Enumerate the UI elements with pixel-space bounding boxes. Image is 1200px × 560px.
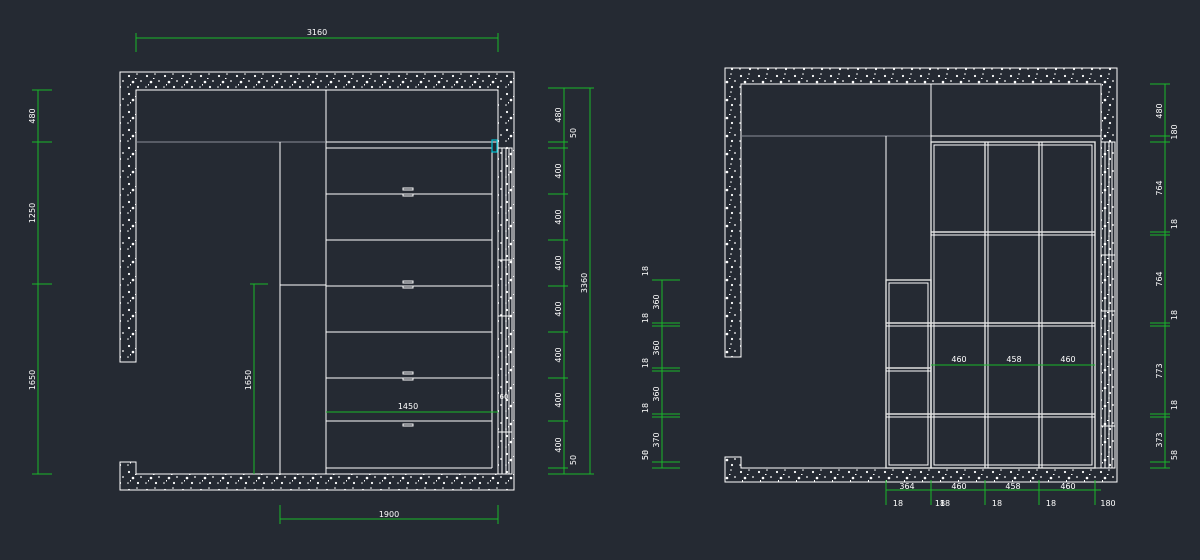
dim-right-seg-1: 400 <box>554 163 563 178</box>
dim-right-seg-4: 400 <box>554 301 563 316</box>
right-wall-concrete <box>724 67 1118 483</box>
dim-left-h3: 1650 <box>28 370 37 390</box>
left-elevation: 3160 1900 1450 60 480 1250 1650 1650 <box>28 28 594 524</box>
dim-left-h2: 1250 <box>28 203 37 223</box>
dim-top-width: 3160 <box>307 28 327 37</box>
drawer-handle <box>402 193 414 197</box>
drawer-handle <box>402 377 414 381</box>
dim-shelf-h9: 58 <box>641 450 650 460</box>
dim-right-small-top: 50 <box>569 128 578 138</box>
dim-shelf-h2: 18 <box>641 313 650 323</box>
dim-right-seg-0: 480 <box>554 107 563 122</box>
left-dimensions: 3160 1900 1450 60 480 1250 1650 1650 <box>28 28 594 524</box>
dim-right-h4: 764 <box>1155 271 1164 286</box>
dim-bottom-small-5: 180 <box>1100 499 1115 508</box>
dim-right-h6: 773 <box>1155 363 1164 378</box>
drawer-handle <box>402 423 414 427</box>
dim-shelf-h7: 370 <box>652 432 661 447</box>
dim-bottom-2: 458 <box>1005 482 1020 491</box>
right-elevation: 460 458 460 364 460 458 460 18 18 18 18 … <box>641 67 1179 508</box>
dim-shelf-h8: 50 <box>641 450 650 460</box>
dim-right-seg-2: 400 <box>554 209 563 224</box>
dim-drawer-width: 1450 <box>398 402 418 411</box>
drawer-handle <box>402 371 414 375</box>
dim-shelf-h3: 360 <box>652 340 661 355</box>
dim-right-seg-6: 400 <box>554 392 563 407</box>
dim-right-seg-7: 400 <box>554 437 563 452</box>
drawer-stack <box>326 147 493 469</box>
dim-bottom-1: 460 <box>951 482 966 491</box>
dim-right-h8: 373 <box>1155 432 1164 447</box>
highlight-marker <box>491 139 498 153</box>
dim-shelf-h6: 18 <box>641 403 650 413</box>
dim-bottom-small-3: 18 <box>992 499 1002 508</box>
left-wall-concrete <box>119 71 515 491</box>
dim-right-h9: 58 <box>1170 450 1179 460</box>
dim-bottom-0: 364 <box>899 482 914 491</box>
dim-cell-2: 460 <box>1060 355 1075 364</box>
drawer-handle <box>402 187 414 191</box>
shelf-grid <box>885 141 1096 469</box>
dim-total-height: 3360 <box>580 273 589 293</box>
dim-right-seg-5: 400 <box>554 347 563 362</box>
dim-cell-0: 460 <box>951 355 966 364</box>
dim-right-h3: 18 <box>1170 219 1179 229</box>
dim-bottom-3: 460 <box>1060 482 1075 491</box>
right-dimensions: 460 458 460 364 460 458 460 18 18 18 18 … <box>641 83 1179 508</box>
drawer-handle <box>402 280 414 284</box>
dim-shelf-h1: 360 <box>652 294 661 309</box>
dim-right-h1: 180 <box>1170 124 1179 139</box>
dim-inner-height: 1650 <box>244 370 253 390</box>
dim-bottom-width: 1900 <box>379 510 399 519</box>
dim-bottom-small-2: 18 <box>940 499 950 508</box>
dim-bottom-small-4: 18 <box>1046 499 1056 508</box>
dim-bottom-small-0: 18 <box>893 499 903 508</box>
dim-bottom-small-1: 18 <box>935 499 945 508</box>
dim-shelf-h0: 18 <box>641 266 650 276</box>
dim-shelf-h5: 360 <box>652 386 661 401</box>
dim-cell-1: 458 <box>1006 355 1021 364</box>
dim-right-h7: 18 <box>1170 400 1179 410</box>
dim-right-seg-3: 400 <box>554 255 563 270</box>
dim-right-h2: 764 <box>1155 180 1164 195</box>
dim-right-h0: 480 <box>1155 103 1164 118</box>
dim-shelf-h4: 18 <box>641 358 650 368</box>
dim-right-h5: 18 <box>1170 310 1179 320</box>
dim-small-60: 60 <box>500 393 509 401</box>
drawer-handle <box>402 285 414 289</box>
dim-left-h1: 480 <box>28 108 37 123</box>
dim-right-small-bottom: 50 <box>569 455 578 465</box>
